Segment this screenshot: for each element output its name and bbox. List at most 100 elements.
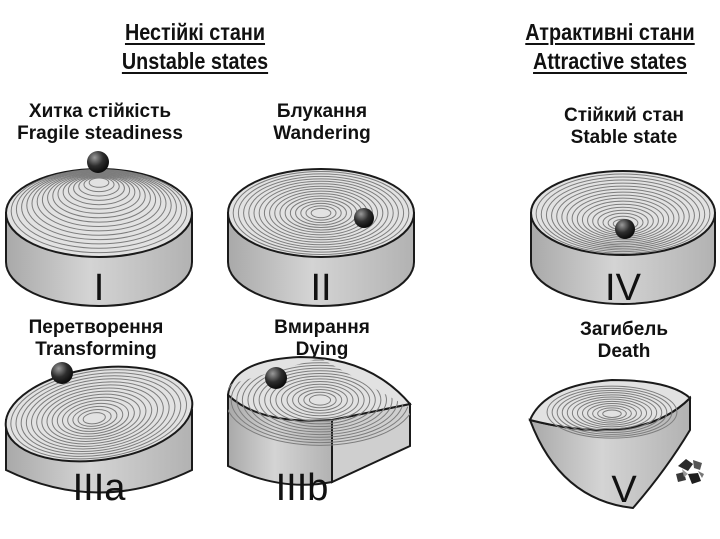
contour-ring	[576, 197, 670, 241]
contour-ring	[264, 372, 376, 428]
contour-ring	[88, 177, 110, 188]
label-fragile-en: Fragile steadiness	[17, 123, 183, 144]
contour-ring	[280, 381, 360, 419]
contour-ring	[561, 188, 685, 246]
contour-ring	[67, 175, 131, 206]
contour-ring	[57, 174, 141, 214]
cylinder-wandering: II	[227, 168, 415, 309]
ball-icon	[265, 367, 287, 389]
cylinder-transforming-top	[4, 365, 194, 463]
debris-icon	[676, 459, 704, 484]
label-transforming-en: Transforming	[35, 339, 157, 360]
contour-ring	[535, 173, 711, 254]
contour-ring	[62, 399, 130, 435]
label-fragile-uk: Хитка стійкість	[28, 101, 172, 122]
label-fragile: Хитка стійкість Fragile steadiness	[0, 101, 200, 145]
ball-icon	[51, 362, 73, 384]
contour-ring	[275, 378, 365, 422]
contour-ring	[36, 384, 159, 447]
label-dying-uk: Вмирання	[274, 317, 370, 338]
contour-ring	[62, 174, 136, 210]
label-transforming: Перетворення Transforming	[0, 317, 192, 361]
contour-ring	[248, 178, 394, 248]
contour-ring	[10, 369, 188, 460]
contour-ring	[551, 182, 695, 249]
cylinder-stable: IV	[530, 170, 716, 309]
contour-ring	[540, 176, 706, 253]
contour-ring	[295, 200, 347, 226]
ball-icon	[354, 208, 374, 228]
contour-ring	[292, 386, 348, 414]
label-wandering-en: Wandering	[273, 123, 371, 144]
contour-ring	[15, 372, 182, 457]
contour-ring	[31, 381, 164, 450]
contour-ring	[83, 176, 115, 193]
contour-ring	[73, 175, 125, 201]
contour-ring	[602, 409, 622, 418]
header-unstable-uk: Нестійкі стани	[124, 19, 266, 45]
contour-ring	[305, 205, 337, 221]
contour-ring	[243, 175, 399, 251]
contour-ring	[263, 185, 379, 241]
contour-ring	[556, 390, 668, 435]
header-unstable-en: Unstable states	[121, 48, 269, 74]
contour-ring	[587, 403, 637, 424]
contour-ring	[253, 180, 389, 246]
contour-ring	[308, 394, 332, 406]
ball-icon	[87, 151, 109, 173]
label-stable: Стійкий стан Stable state	[524, 105, 720, 149]
contour-ring	[581, 400, 643, 426]
contour-ring	[566, 394, 658, 432]
numeral-wandering: II	[310, 267, 331, 309]
header-attractive: Атрактивні стани Attractive states	[507, 18, 713, 76]
label-stable-en: Stable state	[570, 127, 678, 148]
label-dying-en: Dying	[295, 339, 349, 360]
contour-ring	[300, 202, 342, 224]
header-attractive-uk: Атрактивні стани	[525, 19, 695, 45]
contour-ring	[592, 405, 632, 422]
contour-ring	[46, 390, 147, 442]
contour-ring	[303, 391, 337, 409]
contour-ring	[258, 183, 384, 243]
numeral-fragile: I	[94, 267, 105, 309]
contour-ring	[56, 396, 135, 437]
contour-ring	[51, 393, 141, 440]
contour-ring	[25, 378, 170, 452]
header-unstable: Нестійкі стани Unstable states	[92, 18, 298, 76]
contour-ring	[78, 176, 120, 197]
contour-ring	[545, 179, 701, 251]
contour-ring	[258, 370, 382, 430]
contour-ring	[551, 387, 673, 437]
numeral-transforming: IIIa	[73, 467, 127, 509]
ball-icon	[615, 219, 635, 239]
cylinder-fragile: I	[5, 151, 193, 309]
label-transforming-uk: Перетворення	[28, 317, 164, 338]
contour-ring	[286, 383, 354, 417]
contour-ring	[269, 375, 371, 425]
label-stable-uk: Стійкий стан	[563, 105, 685, 126]
contour-ring	[228, 358, 410, 446]
numeral-stable: IV	[605, 267, 642, 309]
contour-ring	[52, 173, 146, 219]
numeral-dying: IIIb	[276, 467, 329, 509]
contour-ring	[247, 364, 393, 436]
numeral-death: V	[611, 469, 637, 511]
contour-ring	[597, 407, 627, 420]
contour-ring	[310, 207, 332, 219]
label-dying: Вмирання Dying	[222, 317, 422, 361]
contour-ring	[561, 392, 663, 433]
label-death-uk: Загибель	[579, 319, 669, 340]
contour-ring	[556, 185, 690, 248]
label-death-en: Death	[597, 341, 651, 362]
contour-ring	[77, 409, 112, 427]
cylinder-wandering-top	[227, 168, 415, 258]
contour-ring	[47, 172, 151, 223]
contour-ring	[253, 367, 387, 433]
contour-ring	[72, 405, 118, 430]
contour-ring	[576, 398, 648, 428]
cylinder-death: V	[528, 378, 704, 511]
contour-ring	[571, 396, 653, 430]
contour-ring	[20, 375, 176, 455]
